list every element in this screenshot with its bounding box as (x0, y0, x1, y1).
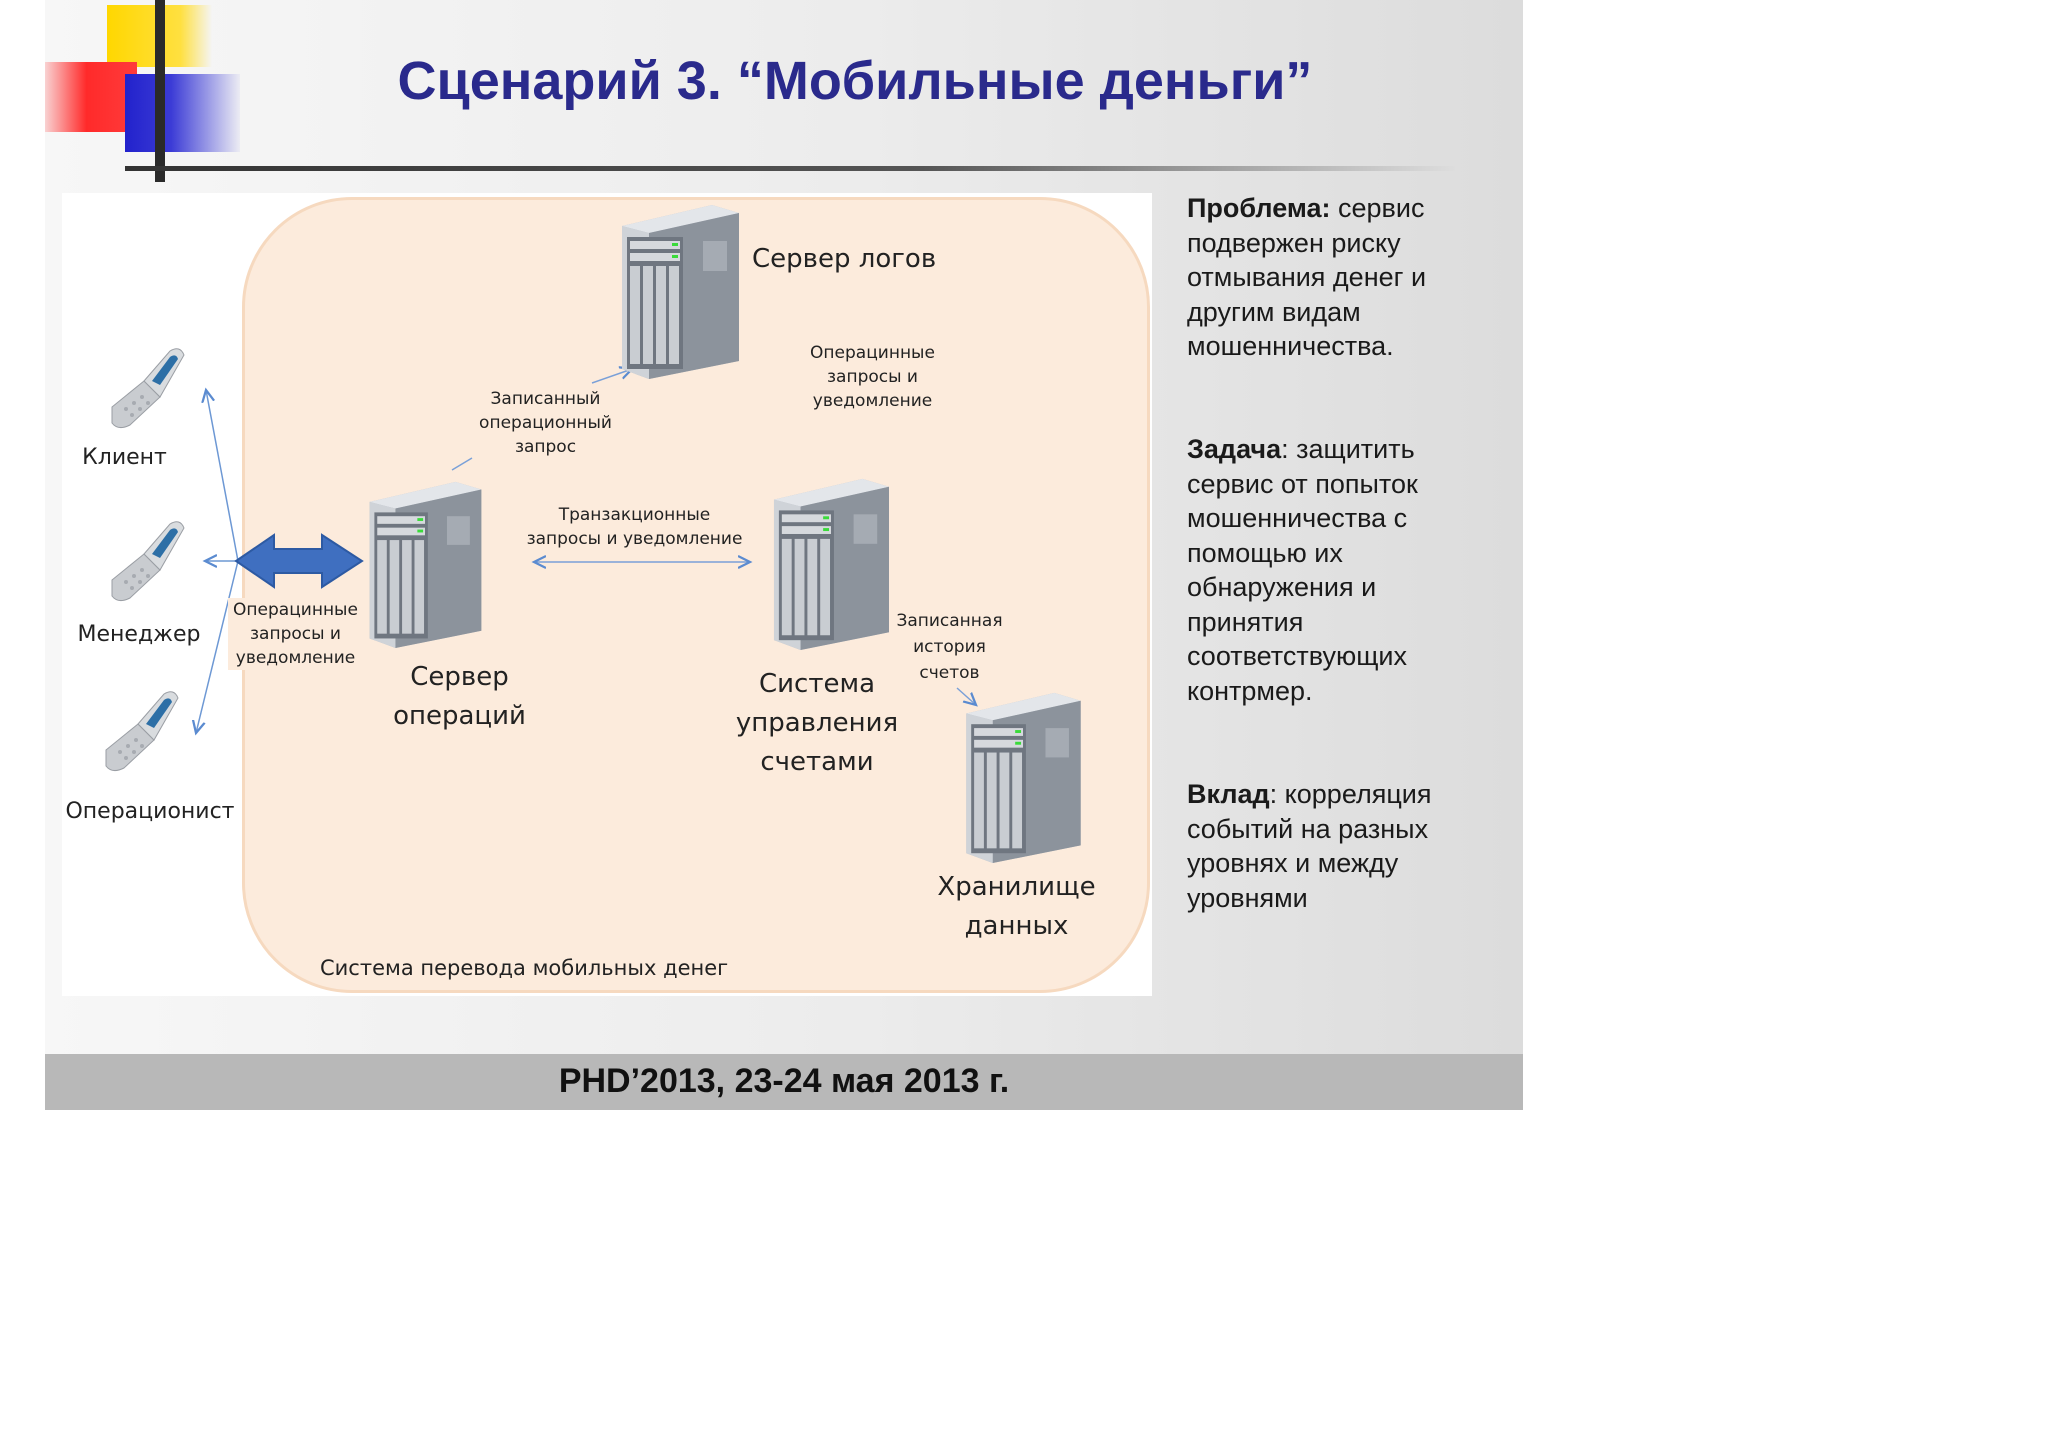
storage-label: Хранилище данных (924, 868, 1109, 946)
log-request-arrow-head (591, 369, 632, 384)
account-mgmt-label-line: счетами (760, 747, 874, 777)
ops-server-label: Сервер операций (372, 658, 547, 736)
problem-text: сервис подвержен риску отмывания денег и… (1187, 193, 1427, 361)
task-text: : защитить сервис от попыток мошенничест… (1187, 434, 1418, 706)
zone-caption: Система перевода мобильных денег (320, 956, 729, 980)
deco-red-square (45, 62, 137, 132)
footer-text: PHD’2013, 23-24 мая 2013 г. (558, 1062, 1010, 1100)
recorded-history-label: Записанная история счетов (882, 608, 1017, 686)
edge-label-line: счетов (919, 663, 980, 683)
account-mgmt-label: Система управления счетами (722, 665, 912, 782)
deco-vertical-line (155, 0, 165, 182)
storage-server-icon (966, 692, 1081, 863)
log-request-arrow (451, 457, 473, 471)
task-label: Задача (1187, 434, 1282, 464)
ops-server-icon (369, 481, 482, 648)
operator-label: Операционист (65, 799, 235, 824)
client-phone-icon (111, 348, 185, 429)
edge-label-line: запрос (514, 437, 577, 457)
manager-phone-icon (111, 521, 185, 602)
diagram-panel: Клиент Менеджер Операционист Сервер лого… (62, 193, 1152, 996)
title-underline (125, 166, 1455, 171)
slide-title: Сценарий 3. “Мобильные деньги” (397, 51, 1313, 111)
edge-label-line: Транзакционные (558, 505, 711, 525)
edge-label-line: уведомление (235, 648, 356, 668)
problem-paragraph: Проблема: сервис подвержен риску отмыван… (1187, 191, 1487, 364)
log-server-label: Сервер логов (752, 244, 937, 274)
client-link (206, 390, 239, 562)
edge-label-line: запросы и (827, 367, 918, 387)
storage-label-line: данных (964, 911, 1069, 941)
transactions-label: Транзакционные запросы и уведомление (517, 503, 752, 551)
edge-label-line: операционный (479, 413, 612, 433)
footer-bar: PHD’2013, 23-24 мая 2013 г. (45, 1054, 1523, 1110)
edge-label-line: запросы и уведомление (526, 529, 743, 549)
contribution-text: : корреляция событий на разных уровнях и… (1187, 779, 1432, 913)
edge-label-line: уведомление (812, 391, 933, 411)
operator-link (196, 560, 239, 733)
log-server-icon (622, 205, 739, 379)
history-arrow (956, 687, 976, 705)
diagram-connectors (62, 193, 1152, 996)
account-mgmt-label-line: управления (735, 708, 899, 738)
edge-label-line: Операцинные (810, 343, 935, 363)
storage-label-line: Хранилище (937, 872, 1096, 902)
deco-blue-square (125, 74, 240, 152)
edge-label-line: запросы и (250, 624, 341, 644)
task-paragraph: Задача: защитить сервис от попыток мошен… (1187, 432, 1487, 708)
edge-label-line: история (913, 637, 986, 657)
edge-label-line: Записанный (490, 389, 601, 409)
client-label: Клиент (82, 445, 167, 470)
edge-label-line: Операцинные (233, 600, 358, 620)
contribution-paragraph: Вклад: корреляция событий на разных уров… (1187, 777, 1487, 915)
account-mgmt-server-icon (773, 478, 890, 650)
recorded-request-label: Записанный операционный запрос (468, 387, 623, 459)
ops-requests-top-label: Операцинные запросы и уведомление (800, 341, 945, 413)
edge-label-line: Записанная (896, 611, 1003, 631)
account-mgmt-label-line: Система (758, 669, 876, 699)
problem-label: Проблема: (1187, 193, 1331, 223)
big-double-arrow (234, 533, 364, 589)
contribution-label: Вклад (1187, 779, 1270, 809)
ops-requests-left-label: Операцинные запросы и уведомление (228, 598, 363, 670)
ops-server-label-line: Сервер (410, 662, 509, 692)
operator-phone-icon (105, 691, 179, 772)
manager-label: Менеджер (77, 622, 201, 647)
ops-server-label-line: операций (393, 701, 526, 731)
